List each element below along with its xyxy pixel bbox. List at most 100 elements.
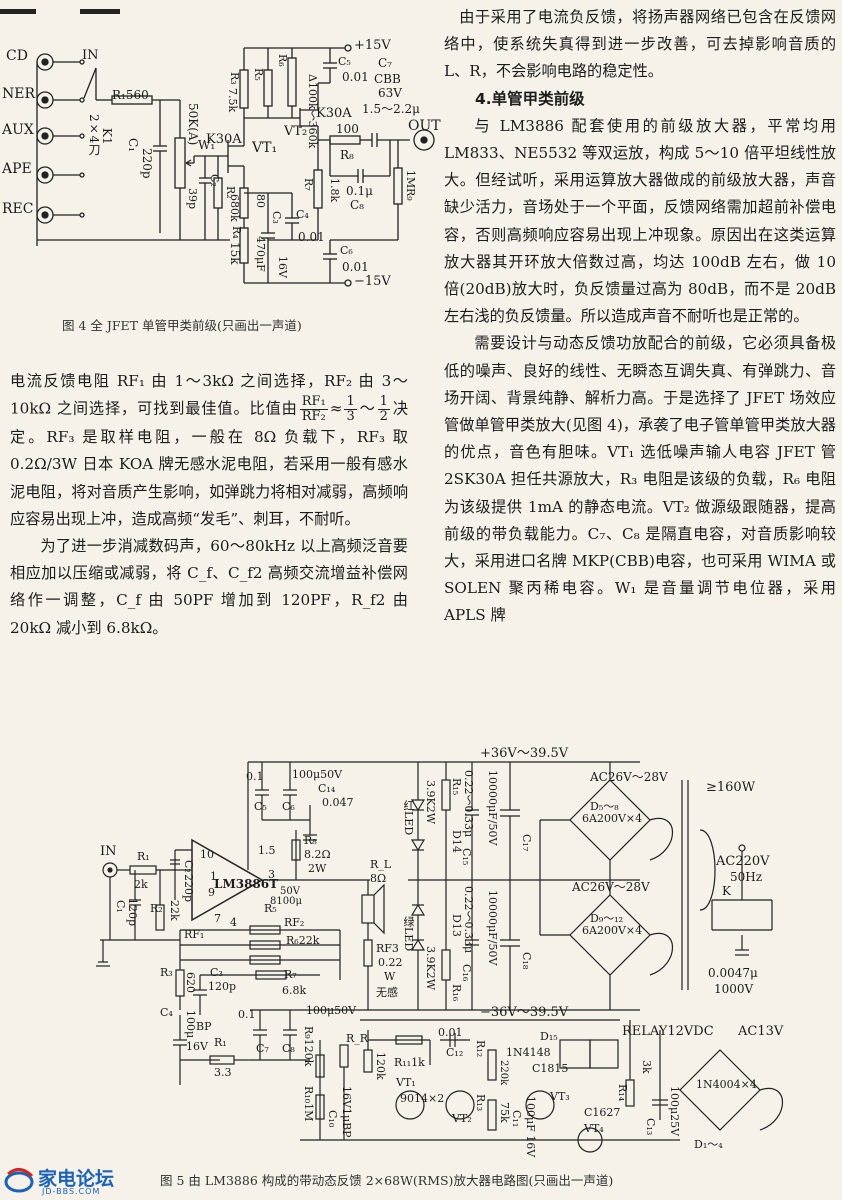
r7-value: 1.8k — [328, 178, 341, 203]
fig5-vt4: VT₄ — [584, 1122, 604, 1135]
fig5-ac1: AC26V～28V — [590, 770, 668, 784]
fig5-r16: R₁₆ — [450, 984, 463, 1002]
fig5-r12: R₁₂ — [474, 1040, 487, 1058]
fig5-d14b: 1N4004×4 — [696, 1078, 757, 1091]
fig5-c18v: 10000μF/50V — [486, 890, 499, 966]
r4-value: 680k — [228, 194, 241, 222]
fig5-c14v: 0.047 — [322, 796, 354, 809]
c7-voltage: 63V — [378, 86, 402, 100]
fig5-c5: C₅ — [254, 800, 267, 813]
fig5-c18: C₁₈ — [520, 952, 533, 970]
fig5-r14v: 3k — [640, 1060, 653, 1074]
vt2-type: K30A — [316, 106, 352, 121]
c4-value: 0.01 — [298, 230, 325, 244]
fig5-c8100: 8100μ — [270, 896, 302, 907]
c3-label: C₃ — [270, 211, 283, 224]
fig5-d15: D₁₅ — [540, 1030, 558, 1043]
fig5-bp: BP — [196, 1020, 212, 1033]
fig5-d14c: D₁～₄ — [694, 1138, 723, 1151]
fig5-r1bv: 3.3 — [214, 1066, 232, 1079]
fig5-c11v: 100μF 16V — [524, 1096, 537, 1158]
fig5-vbot: −36V～39.5V — [480, 1005, 569, 1020]
fig5-c12v: 0.01 — [438, 1026, 463, 1039]
fig5-c3: C₃ — [210, 966, 223, 979]
fig5-c13v: 100μ25V — [668, 1086, 681, 1137]
input-label-ner: NER — [2, 86, 36, 102]
r5-label: R₅ — [252, 68, 265, 81]
fig5-r3: R₃ — [160, 966, 173, 979]
paragraph-digital-noise: 为了进一步消减数码声，60～80kHz 以上高频泛音要相应加以压缩或减弱，将 C… — [10, 537, 408, 637]
fig5-c8v: 100μ50V — [306, 1004, 357, 1017]
c5-label: C₅ — [338, 55, 351, 68]
r1-label: R₁560 — [112, 88, 149, 102]
fig5-c16: C₁₆ — [460, 964, 473, 982]
fig5-r13v: 75k — [498, 1102, 511, 1123]
r6-label: Δ100k～360k — [306, 74, 319, 149]
r2-label: R₂ — [224, 186, 237, 199]
paragraph-opamp: 与 LM3886 配套使用的前级放大器，平常均用 LM833、NE5532 等双… — [444, 116, 836, 326]
paragraph-feedback-resistors: 电流反馈电阻 RF₁ 由 1～3kΩ 之间选择，RF₂ 由 3～10kΩ 之间选… — [10, 372, 409, 528]
fig5-r8: R₈ — [304, 834, 317, 847]
vt1-type: K30A — [206, 132, 242, 147]
fig5-c8: C₈ — [282, 1042, 295, 1055]
figure-4-schematic: CD NER AUX APE REC IN 2×4刀 K1 R₁560 C₁ 2… — [0, 28, 441, 308]
c2-value: 39p — [186, 188, 199, 210]
fig5-pin7: 7 — [214, 912, 221, 925]
c3-voltage: 16V — [276, 256, 289, 278]
fig5-ck: 0.0047μ — [708, 966, 758, 980]
fig5-pin10: 10 — [200, 848, 214, 861]
fig5-c4v: 100μ — [184, 1010, 197, 1039]
fig5-c1v: 120p — [126, 898, 139, 927]
vt1-label: VT₁ — [252, 140, 278, 156]
in-label: IN — [82, 48, 99, 63]
fig5-c2: C₂ — [182, 860, 195, 873]
fig5-pin4: 4 — [230, 916, 237, 929]
fig5-c5v: 0.1 — [246, 770, 264, 783]
fig5-c1: C₁ — [114, 900, 127, 913]
fig5-c1815: C1815 — [532, 1062, 569, 1075]
fig5-d14: D14 — [450, 830, 463, 853]
c7-type: CBB — [374, 72, 401, 86]
fig5-pin3: 3 — [268, 868, 275, 881]
fig5-led2: 绿LED — [402, 916, 415, 952]
c6-value: 0.01 — [342, 260, 369, 274]
w1-potentiometer — [174, 137, 186, 189]
fig5-pin9: 9 — [208, 886, 215, 899]
c1-value: 220p — [140, 148, 154, 179]
figure-5-schematic: +36V～39.5V −36V～39.5V IN R₁ 2k R₂ 22k C₁… — [0, 740, 842, 1160]
fig5-c7: C₇ — [256, 1042, 269, 1055]
figure-4-caption: 图 4 全 JFET 单管甲类前级(只画出一声道) — [62, 318, 302, 333]
fig5-vt1: VT₁ — [396, 1076, 416, 1089]
fig5-c7v: 0.1 — [238, 1008, 256, 1021]
fig5-rf3w: W — [384, 970, 396, 983]
fig5-r12v: 220k — [498, 1060, 509, 1086]
out-label: OUT — [408, 118, 441, 134]
fig5-c16v: 0.22～0.33μ — [462, 886, 475, 954]
switch-label: 2×4刀 — [87, 114, 101, 156]
input-label-aux: AUX — [2, 122, 34, 138]
fig5-r16v: 3.9K2W — [424, 946, 437, 991]
fig5-vt12: 9014×2 — [400, 1092, 445, 1105]
fig5-r7: R₇ — [284, 968, 297, 981]
fig5-r10: R₁₀1M — [302, 1086, 315, 1122]
fig5-c15v: 0.22～0.33μ — [462, 770, 475, 838]
fig5-d15v: 1N4148 — [506, 1046, 551, 1059]
fig5-r6: R₆22k — [286, 934, 320, 947]
fig5-vt2: VT₂ — [452, 1112, 472, 1125]
site-logo: 家电论坛 JD-BBS.COM — [0, 1164, 140, 1200]
input-label-rec: REC — [2, 201, 34, 217]
fig5-rr: R_R — [346, 1032, 369, 1045]
fig5-rf3v: 0.22 — [378, 956, 403, 969]
fig5-hz: 50Hz — [730, 870, 763, 884]
paragraph-jfet: 需要设计与动态反馈功放配合的前级，它必须具备极低的噪声、良好的线性、无瞬态互调失… — [444, 334, 836, 625]
fig5-ac13: AC13V — [738, 1024, 784, 1039]
fig5-ac220: AC220V — [716, 854, 770, 869]
fig5-c4: C₄ — [160, 1006, 173, 1019]
fig5-c15: C₁₅ — [460, 848, 473, 866]
w1-name: W₁ — [198, 138, 216, 152]
w1-value: 50K(A) — [186, 103, 200, 146]
r9-label: R₉ — [404, 188, 417, 201]
fig5-c11: C₁₁ — [510, 1110, 523, 1128]
